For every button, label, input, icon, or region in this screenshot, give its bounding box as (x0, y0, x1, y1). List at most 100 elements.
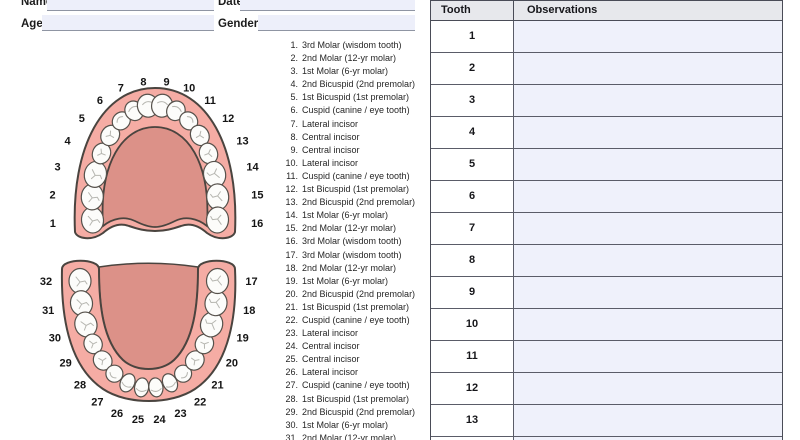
tooth-number-cell: 2 (431, 53, 514, 84)
tooth-number-cell: 4 (431, 117, 514, 148)
tooth-number-cell: 7 (431, 213, 514, 244)
tooth-number-label: 1 (50, 218, 56, 230)
tooth-number-label: 15 (251, 189, 263, 201)
tooth-list-item: 3.1st Molar (6-yr molar) (266, 65, 415, 78)
tooth-list-number: 16. (285, 236, 298, 247)
palate-shape (101, 126, 209, 228)
tooth-crack-detail (210, 275, 222, 286)
tooth-shape (184, 350, 205, 371)
tooth-crack-detail (116, 116, 124, 123)
tooth-list-item: 18.2nd Molar (12-yr molar) (266, 262, 415, 275)
table-row: 4 (431, 117, 782, 149)
observation-cell[interactable] (514, 117, 782, 148)
tooth-list-label: 2nd Bicuspid (2nd premolar) (302, 79, 416, 90)
observation-cell[interactable] (514, 405, 782, 436)
age-field[interactable] (42, 15, 214, 31)
tooth-list-number: 26. (285, 367, 298, 378)
table-row: 5 (431, 149, 782, 181)
tooth-shape (148, 377, 164, 398)
tooth-list-number: 20. (285, 288, 298, 299)
observation-cell[interactable] (514, 277, 782, 308)
tooth-list-item: 17.3rd Molar (wisdom tooth) (266, 249, 415, 262)
tooth-list-item: 12.1st Bicuspid (1st premolar) (266, 183, 415, 196)
tooth-list-label: 1st Bicuspid (1st premolar) (302, 393, 410, 404)
tooth-shape (179, 111, 199, 131)
tooth-number-label: 32 (40, 276, 52, 288)
tooth-shape (205, 267, 230, 295)
tooth-list-number: 21. (285, 301, 298, 312)
tooth-number-label: 12 (222, 113, 234, 125)
tooth-number-label: 26 (111, 408, 123, 420)
observation-cell[interactable] (514, 309, 782, 340)
observation-cell[interactable] (514, 85, 782, 116)
name-field[interactable] (47, 0, 214, 11)
tooth-number-label: 24 (153, 414, 166, 426)
tooth-shape (119, 373, 136, 393)
tooth-number-column-header: Tooth number (431, 1, 514, 34)
tooth-number-cell: 13 (431, 405, 514, 436)
observation-cell[interactable] (514, 213, 782, 244)
tooth-shape (202, 160, 227, 188)
tooth-list-label: Lateral incisor (302, 118, 359, 129)
tooth-number-label: 18 (243, 305, 255, 317)
observation-cell[interactable] (514, 373, 782, 404)
tooth-number-label: 11 (204, 95, 216, 107)
tooth-list-number: 5. (290, 92, 298, 103)
tooth-number-label: 22 (194, 396, 206, 408)
tooth-list-number: 11. (286, 170, 298, 181)
tooth-list-item: 26.Lateral incisor (266, 366, 415, 379)
tooth-number-label: 28 (74, 379, 86, 391)
tooth-list-label: Lateral incisor (302, 157, 359, 168)
tooth-shape (204, 290, 228, 317)
tooth-shape (80, 183, 104, 211)
tooth-crack-detail (80, 321, 94, 331)
date-field[interactable] (240, 0, 415, 11)
tooth-list-number: 31. (285, 432, 298, 440)
tooth-list-label: 2nd Bicuspid (2nd premolar) (302, 197, 416, 208)
tooth-list-item: 7.Lateral incisor (266, 118, 415, 131)
tooth-list-number: 6. (290, 105, 298, 116)
tooth-crack-detail (206, 168, 220, 178)
tooth-list-label: 2nd Molar (12-yr molar) (302, 432, 397, 440)
table-row: 6 (431, 181, 782, 213)
tooth-number-cell: 12 (431, 373, 514, 404)
tooth-list-number: 1. (290, 40, 298, 50)
tooth-list-item: 5.1st Bicuspid (1st premolar) (266, 91, 415, 104)
tooth-list-label: 2nd Molar (12-yr molar) (302, 53, 397, 64)
tooth-list-item: 20.2nd Bicuspid (2nd premolar) (266, 288, 415, 301)
observation-cell[interactable] (514, 437, 782, 440)
tooth-crack-detail (121, 381, 132, 388)
observation-cell[interactable] (514, 53, 782, 84)
observation-cell[interactable] (514, 149, 782, 180)
tooth-number-cell: 11 (431, 341, 514, 372)
tooth-number-label: 21 (211, 379, 223, 391)
tooth-list-item: 2.2nd Molar (12-yr molar) (266, 52, 415, 65)
observation-cell[interactable] (514, 21, 782, 52)
tooth-list-label: 2nd Molar (12-yr molar) (302, 223, 397, 234)
table-row: 10 (431, 309, 782, 341)
tooth-list-item: 14.1st Molar (6-yr molar) (266, 209, 415, 222)
gender-field[interactable] (258, 15, 415, 31)
observation-cell[interactable] (514, 181, 782, 212)
observation-cell[interactable] (514, 245, 782, 276)
tooth-number-label: 19 (236, 333, 248, 345)
tooth-list-number: 19. (285, 275, 298, 286)
tooth-shape (174, 364, 193, 383)
tooth-list-number: 9. (290, 144, 298, 155)
tooth-list-number: 12. (285, 184, 298, 195)
table-row: 11 (431, 341, 782, 373)
tooth-number-label: 16 (251, 218, 263, 230)
tooth-crack-detail (200, 341, 209, 349)
tooth-number-cell: 6 (431, 181, 514, 212)
tooth-number-label: 27 (91, 396, 103, 408)
tooth-list-item: 9.Central incisor (266, 144, 415, 157)
observation-cell[interactable] (514, 341, 782, 372)
tooth-list-label: 1st Bicuspid (1st premolar) (302, 301, 410, 312)
tooth-list-number: 17. (285, 249, 298, 260)
table-header-row: Tooth number Observations (431, 1, 782, 34)
tooth-number-cell: 8 (431, 245, 514, 276)
